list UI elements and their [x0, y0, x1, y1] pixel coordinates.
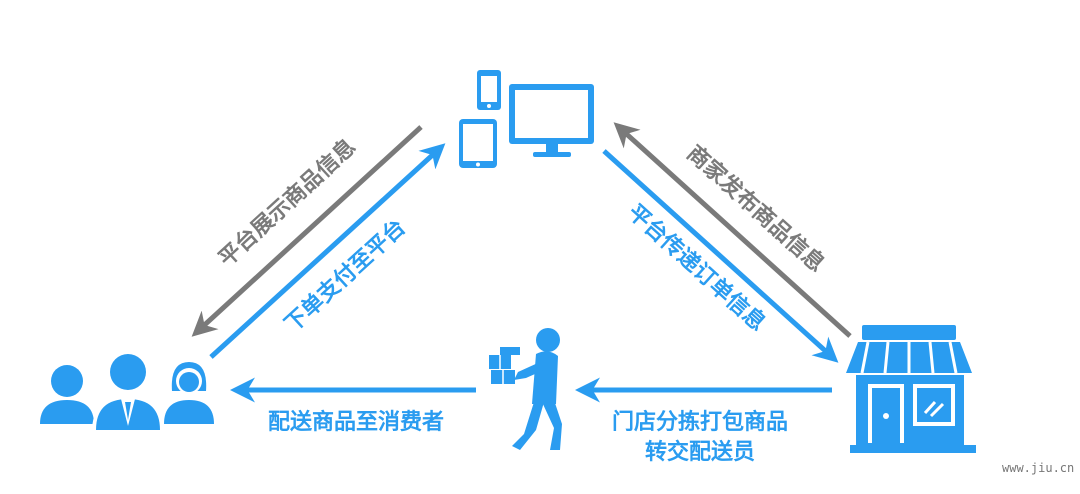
consumers-icon [40, 351, 214, 432]
label-store-pack-line2: 转交配送员 [645, 439, 755, 465]
devices-icon [459, 70, 594, 168]
arrow-store-to-platform [613, 122, 852, 338]
label-store-pack-line1: 门店分拣打包商品 [612, 409, 788, 435]
arrow-consumer-to-platform [209, 143, 446, 359]
courier-icon [489, 328, 562, 450]
watermark: www.jiu.cn [1002, 461, 1074, 475]
arrow-platform-to-store [602, 149, 839, 363]
store-icon [846, 325, 976, 453]
arrow-platform-to-consumer [191, 125, 423, 337]
label-deliver-to-consumer: 配送商品至消费者 [268, 409, 444, 435]
